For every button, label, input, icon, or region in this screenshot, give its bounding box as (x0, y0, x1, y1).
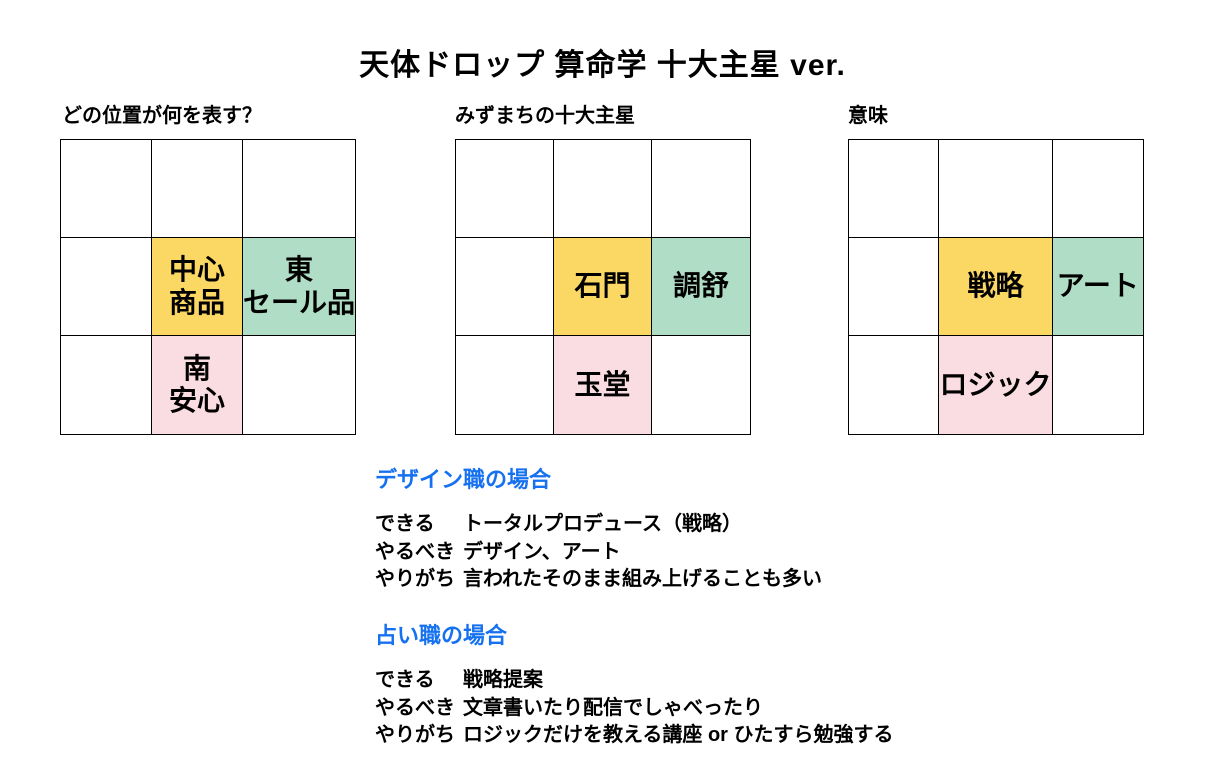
job-row: やりがち 言われたそのまま組み上げることも多い (375, 566, 822, 594)
section-fortune-job: 占い職の場合 できる 戦略提案 やるべき 文章書いたり配信でしゃべったり やりが… (375, 618, 894, 750)
cell-text: セール品 (242, 286, 355, 318)
job-row-label: できる (375, 513, 435, 535)
job-row: やりがち ロジックだけを教える講座 or ひたすら勉強する (375, 722, 894, 750)
grid-positions: 中心 商品 東 セール品 南 安心 (60, 139, 356, 435)
job-row-value: ロジックだけを教える講座 or ひたすら勉強する (463, 724, 894, 746)
grid-cell-east: アート (1052, 238, 1143, 336)
grid-cell-center: 中心 商品 (151, 238, 243, 336)
grid-label-meaning: 意味 (848, 105, 888, 127)
grid-cell-empty (1053, 336, 1144, 434)
grid-cell-empty (1052, 140, 1143, 238)
grid-stars: 石門 調舒 玉堂 (455, 139, 751, 435)
grid-cell-empty (939, 140, 1053, 238)
grid-cell-empty (61, 238, 152, 336)
section-heading: 占い職の場合 (375, 623, 508, 648)
grid-label-positions: どの位置が何を表す？ (62, 105, 262, 127)
job-row-label: やるべき (375, 540, 455, 563)
cell-text: アート (1056, 270, 1139, 302)
grid-cell-empty (849, 336, 940, 434)
grid-label-stars: みずまちの十大主星 (455, 105, 635, 127)
grid-cell-empty (849, 140, 940, 238)
cell-text: 調舒 (672, 270, 729, 302)
grid-cell-center: 戦略 (939, 238, 1053, 336)
section-heading: デザイン職の場合 (375, 467, 552, 492)
job-row-label: やりがち (375, 568, 455, 590)
cell-text: 玉堂 (574, 368, 631, 400)
grid-cell-empty (456, 336, 554, 434)
grid-cell-east: 調舒 (652, 238, 750, 336)
cell-text: 商品 (168, 286, 225, 318)
cell-text: 南 (182, 352, 211, 384)
cell-text: 中心 (168, 254, 225, 286)
page-title: 天体ドロップ 算命学 十大主星 ver. (359, 49, 846, 82)
grid-cell-empty (456, 140, 554, 238)
job-row-value: トータルプロデュース（戦略） (463, 513, 742, 535)
grid-cell-empty (652, 140, 750, 238)
job-row-value: 戦略提案 (463, 669, 543, 691)
grid-cell-empty (61, 336, 152, 434)
grid-cell-empty (849, 238, 940, 336)
job-row-value: 言われたそのまま組み上げることも多い (463, 568, 822, 590)
job-row-label: やりがち (375, 724, 455, 746)
job-row-label: できる (375, 669, 435, 691)
section-design-job: デザイン職の場合 できる トータルプロデュース（戦略） やるべき デザイン、アー… (375, 462, 822, 594)
grid-cell-empty (151, 140, 243, 238)
cell-text: ロジック (939, 368, 1052, 400)
section-rows: できる 戦略提案 やるべき 文章書いたり配信でしゃべったり やりがち ロジックだ… (375, 667, 894, 750)
job-row-value: 文章書いたり配信でしゃべったり (463, 696, 763, 719)
job-row: やるべき デザイン、アート (375, 539, 822, 567)
grid-meaning: 戦略 アート ロジック (848, 139, 1144, 435)
cell-text: 石門 (574, 270, 631, 302)
grid-cell-south: 玉堂 (554, 336, 652, 434)
job-row: できる トータルプロデュース（戦略） (375, 511, 822, 539)
grid-cell-empty (242, 140, 355, 238)
grid-cell-east: 東 セール品 (242, 238, 355, 336)
section-rows: できる トータルプロデュース（戦略） やるべき デザイン、アート やりがち 言わ… (375, 511, 822, 594)
grid-cell-center: 石門 (554, 238, 652, 336)
cell-text: 東 (284, 254, 313, 286)
job-row: やるべき 文章書いたり配信でしゃべったり (375, 695, 894, 723)
job-row-value: デザイン、アート (463, 540, 621, 563)
grid-cell-empty (652, 336, 750, 434)
grid-cell-south: ロジック (939, 336, 1053, 434)
grid-cell-empty (61, 140, 152, 238)
job-row: できる 戦略提案 (375, 667, 894, 695)
grid-cell-south: 南 安心 (151, 336, 243, 434)
job-row-label: やるべき (375, 696, 455, 719)
cell-text: 戦略 (967, 270, 1024, 302)
grid-cell-empty (554, 140, 652, 238)
cell-text: 安心 (168, 385, 225, 416)
grid-cell-empty (456, 238, 554, 336)
grid-cell-empty (243, 336, 355, 434)
